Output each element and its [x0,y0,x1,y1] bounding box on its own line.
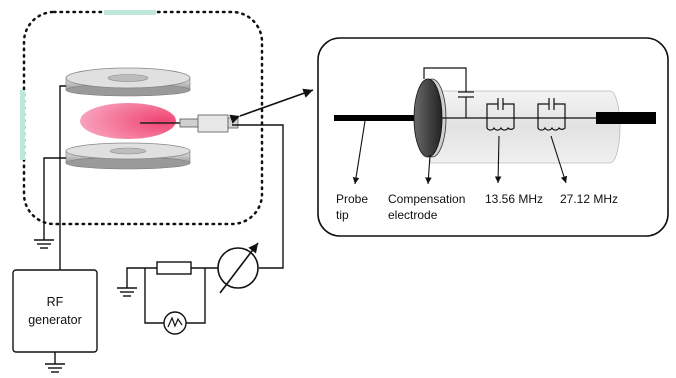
label-pointers [352,120,568,185]
bottom-ground-line [43,157,66,240]
top-electrode [65,67,191,97]
ground-symbol-rf [45,363,65,373]
probe-cylinder [429,90,621,164]
probe-tip-rod [334,115,416,121]
probe-cable [232,124,284,269]
left-window [20,90,25,160]
resistor [156,261,192,275]
bottom-electrode [65,142,191,170]
frequency-label-27-12: 27.12 MHz [560,192,618,206]
rf-generator-label-line2: generator [28,313,82,327]
top-window [104,10,156,15]
filter-circuit [423,67,598,131]
rf-feed-line [59,85,66,270]
rf-generator-label-line1: RF [47,295,64,309]
zoom-arrow [229,88,314,124]
ac-source-icon [163,311,187,335]
ground-symbol-circuit [117,287,137,297]
compensation-electrode-label-line2: electrode [388,208,438,222]
rf-generator [12,269,98,353]
compensation-electrode-label-line1: Compensation [388,192,465,206]
frequency-label-13-56: 13.56 MHz [485,192,543,206]
compensation-electrode [413,78,447,158]
variable-meter-icon [217,242,259,294]
probe-tip-label-line2: tip [336,208,349,222]
output-cable [596,112,656,124]
plasma [80,103,176,139]
measurement-circuit [126,261,218,324]
ground-symbol-chamber [34,239,54,249]
probe-tip-label-line1: Probe [336,192,368,206]
